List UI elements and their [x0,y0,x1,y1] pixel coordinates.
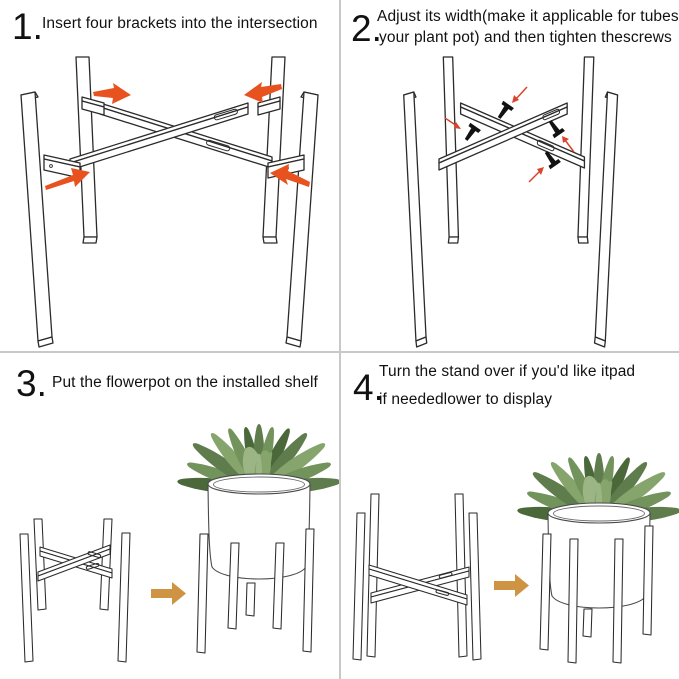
plant-stand-frame-illustration [403,56,619,348]
step-1-number: 1. [12,6,43,47]
assembled-stand-with-pot-illustration [177,424,339,654]
step-3-panel: 3. Put the flowerpot on the installed sh… [0,353,339,679]
flower-pot-illustration [547,502,651,609]
pot-foot-stub [582,608,593,638]
step-4-panel: 4. Turn the stand over if you'd like itp… [341,353,679,679]
flower-pot-illustration [207,473,311,580]
step-1-panel: 1. Insert four brackets into the interse… [0,0,339,351]
step-3-text: Put the flowerpot on the installed shelf [52,374,318,391]
folded-stand-illustration [19,518,131,663]
step-4-figure [352,353,679,664]
next-step-arrow-icon [151,582,186,605]
screw-pointer-arrow-icons [444,86,575,183]
step-3-number: 3. [16,363,47,404]
vertical-divider [339,0,341,679]
stand-legs [196,528,315,654]
step-4-text-line-1: Turn the stand over if you'd like itpad [379,363,636,380]
flipped-stand-illustration [352,493,482,661]
step-4-number: 4. [353,367,384,408]
step-1-text: Insert four brackets into the intersecti… [42,15,318,32]
stand-legs [539,525,654,664]
horizontal-divider [0,351,679,353]
step-2-figure [403,56,619,348]
step-2-text-line-2: your plant pot) and then tighten thescre… [379,29,672,46]
step-4-text-line-2: if neededlower to display [379,391,553,408]
step-2-text-line-1: Adjust its width(make it applicable for … [377,8,679,25]
next-step-arrow-icon [494,574,529,597]
step-3-figure [19,353,339,663]
step-2-number: 2. [351,8,382,49]
pot-foot-stub [245,582,256,617]
insert-direction-arrow-icons [45,82,310,190]
step-1-figure [20,56,319,348]
assembled-stand-pot-lowered-illustration [517,453,679,664]
step-2-panel: 2. Adjust its width(make it applicable f… [341,0,679,351]
